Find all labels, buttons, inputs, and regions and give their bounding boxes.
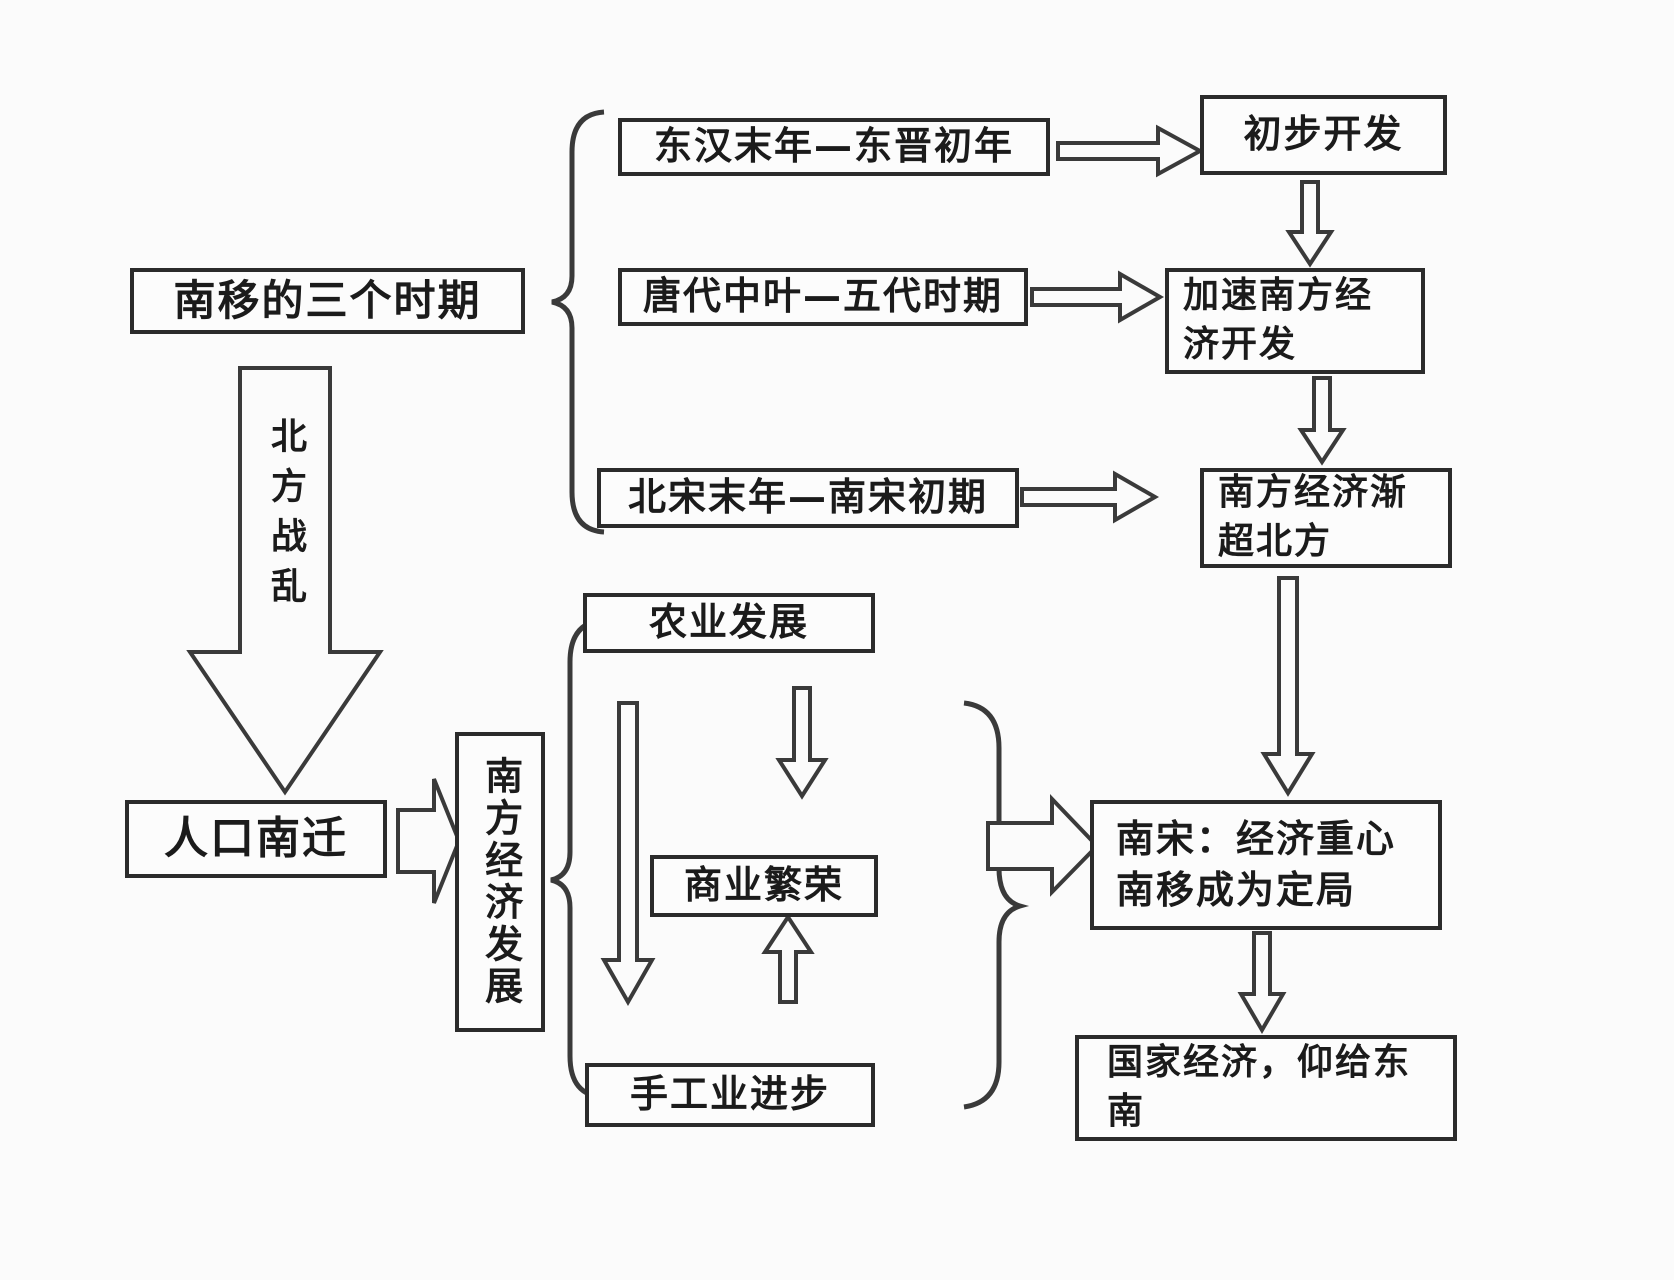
development-box-commerce: 商业繁荣 — [650, 855, 878, 917]
final-box-southern-song: 南宋：经济重心南移成为定局 — [1090, 800, 1442, 930]
brace-results — [963, 700, 1030, 1110]
south-economy-box: 南方经济发展 — [455, 732, 545, 1032]
arrow-handicraft-to-commerce — [761, 913, 815, 1004]
title-box: 南移的三个时期 — [130, 268, 525, 334]
arrow-period1-to-result1 — [1056, 124, 1205, 178]
big-arrow-north-war — [186, 366, 384, 796]
north-war-label: 北方战乱 — [265, 417, 306, 617]
arrow-final-to-national — [1237, 931, 1287, 1034]
development-box-handicraft: 手工业进步 — [585, 1063, 875, 1127]
arrow-result3-to-final — [1260, 576, 1316, 797]
brace-periods — [551, 109, 605, 535]
period-box-2: 唐代中叶—五代时期 — [618, 268, 1028, 326]
result-box-south-surpasses-north: 南方经济渐超北方 — [1200, 468, 1452, 568]
arrow-result2-to-result3 — [1297, 376, 1347, 466]
period-box-3: 北宋末年—南宋初期 — [597, 468, 1019, 528]
arrow-migration-to-southecon — [396, 778, 462, 904]
arrow-result1-to-result2 — [1285, 180, 1335, 268]
brace-developments — [550, 617, 605, 1100]
national-economy-box: 国家经济，仰给东南 — [1075, 1035, 1457, 1141]
arrow-period3-to-result3 — [1020, 470, 1160, 524]
result-box-accelerate-development: 加速南方经济开发 — [1165, 268, 1425, 374]
period-box-1: 东汉末年—东晋初年 — [618, 118, 1050, 176]
migration-box: 人口南迁 — [125, 800, 387, 878]
arrow-period2-to-result2 — [1030, 270, 1165, 324]
development-box-agriculture: 农业发展 — [583, 593, 875, 653]
arrow-results-to-final — [986, 794, 1100, 897]
arrow-agriculture-to-commerce — [775, 686, 829, 800]
arrow-agriculture-to-handicraft-long — [600, 701, 656, 1007]
result-box-initial-development: 初步开发 — [1200, 95, 1447, 175]
